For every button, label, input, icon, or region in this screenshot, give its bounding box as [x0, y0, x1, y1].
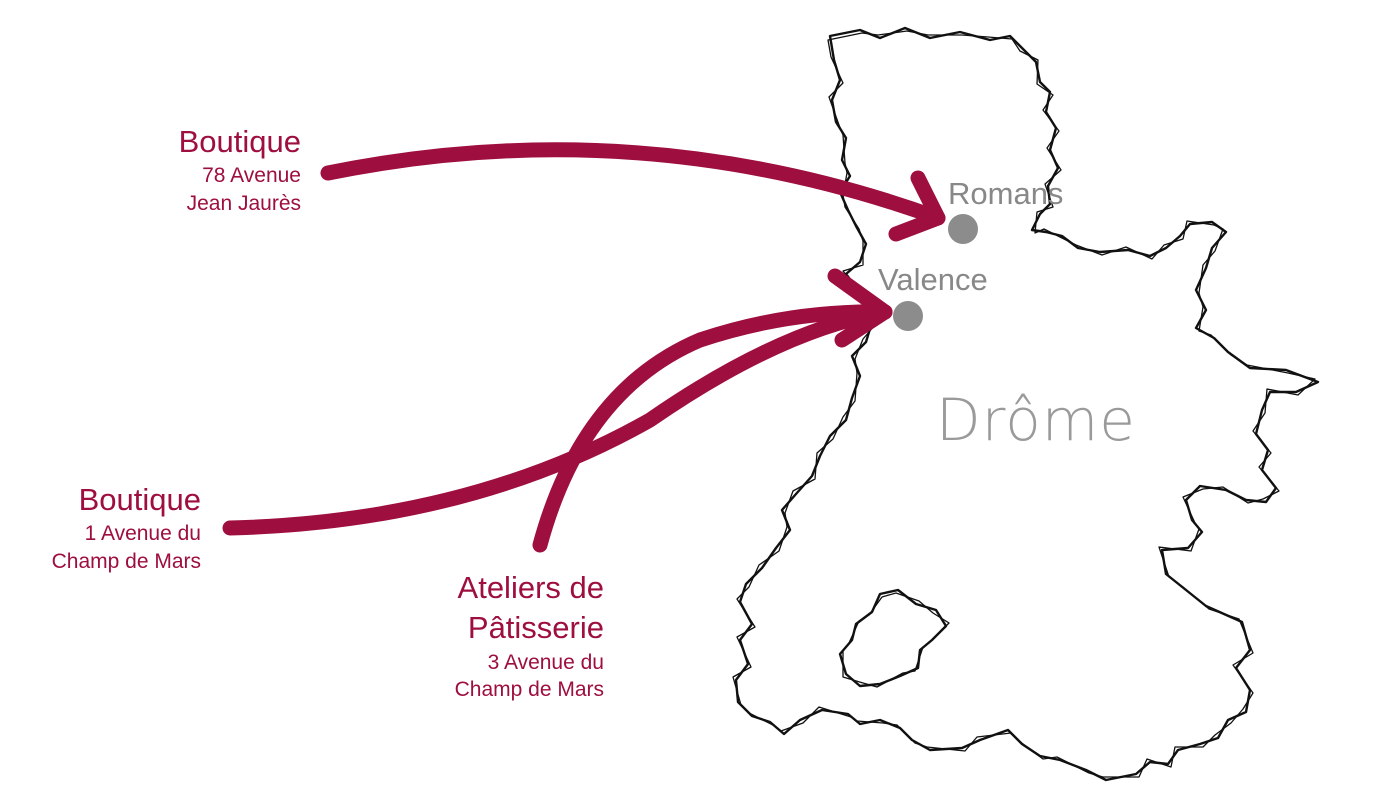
city-label-valence: Valence — [878, 262, 988, 297]
location-address-line1: 1 Avenue du — [84, 522, 201, 546]
arrow-to-valence-from-ateliers — [532, 304, 893, 553]
arrow-to-valence-from-boutique — [222, 304, 893, 536]
arrow-head-romans — [888, 170, 946, 242]
location-title: Boutique — [178, 124, 301, 159]
location-label-ateliers: Ateliers de Pâtisserie 3 Avenue du Champ… — [455, 568, 604, 703]
location-address-line2: Champ de Mars — [454, 677, 604, 701]
drome-outline-path-echo — [732, 30, 1316, 778]
location-title: Boutique — [78, 482, 201, 517]
enclave-outline-path-echo — [842, 592, 950, 688]
arrow-head-valence — [827, 268, 893, 348]
drome-outline — [732, 26, 1320, 782]
city-marker-valence — [893, 301, 923, 331]
arrows-group — [222, 142, 946, 553]
city-label-romans: Romans — [948, 176, 1064, 211]
location-address-line2: Jean Jaurès — [186, 191, 301, 215]
location-title-line2: Pâtisserie — [467, 610, 604, 646]
location-title-line1: Ateliers de — [457, 570, 604, 605]
city-marker-romans — [948, 214, 978, 244]
location-label-boutique-valence: Boutique 1 Avenue du Champ de Mars — [52, 480, 201, 575]
arrow-to-romans — [320, 142, 946, 226]
location-address-line1: 3 Avenue du — [487, 650, 604, 674]
location-label-boutique-romans: Boutique 78 Avenue Jean Jaurès — [179, 122, 301, 217]
location-address-line2: Champ de Mars — [51, 549, 201, 573]
location-address-line1: 78 Avenue — [202, 164, 301, 188]
enclave-outline-path — [838, 588, 948, 688]
region-label: Drôme — [936, 386, 1136, 454]
